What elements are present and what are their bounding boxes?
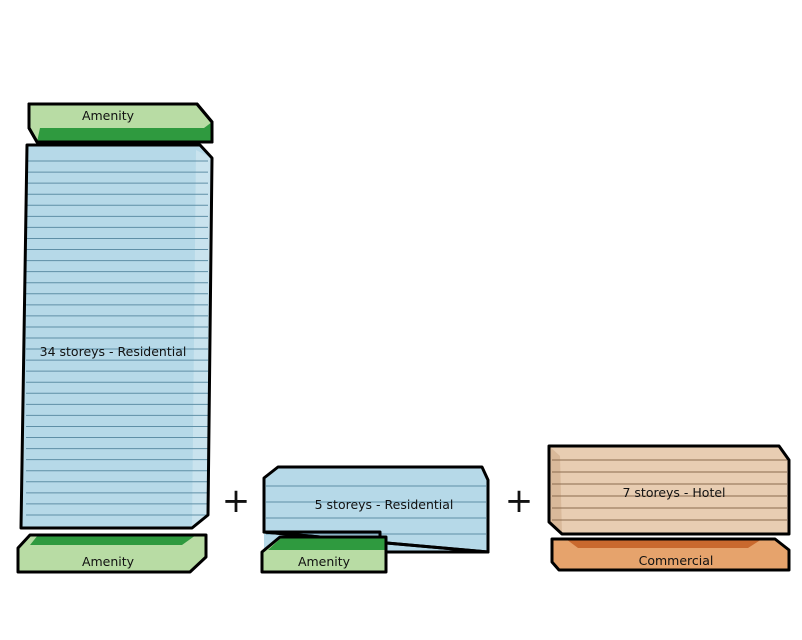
- tower-residential-block: 34 storeys - Residential: [19, 143, 214, 530]
- hotel-block: 7 storeys - Hotel: [547, 444, 791, 536]
- hotel-floor-lines: [552, 459, 787, 521]
- plus-operator-2: +: [505, 481, 534, 521]
- midrise-residential-label: 5 storeys - Residential: [315, 497, 454, 512]
- plus-operator-1: +: [222, 481, 251, 521]
- tower-bottom-amenity-label: Amenity: [82, 554, 135, 569]
- tower-floor-lines: [26, 160, 208, 516]
- tower-bottom-amenity: Amenity: [16, 533, 208, 574]
- tower-residential-label: 34 storeys - Residential: [40, 344, 187, 359]
- midrise-amenity-label: Amenity: [298, 554, 351, 569]
- commercial-label: Commercial: [639, 553, 714, 568]
- midrise-amenity: Amenity: [260, 535, 388, 574]
- tower-top-amenity-label: Amenity: [82, 108, 135, 123]
- commercial-podium: Commercial: [550, 537, 791, 572]
- hotel-label: 7 storeys - Hotel: [622, 485, 725, 500]
- tower-top-amenity: Amenity: [27, 102, 214, 144]
